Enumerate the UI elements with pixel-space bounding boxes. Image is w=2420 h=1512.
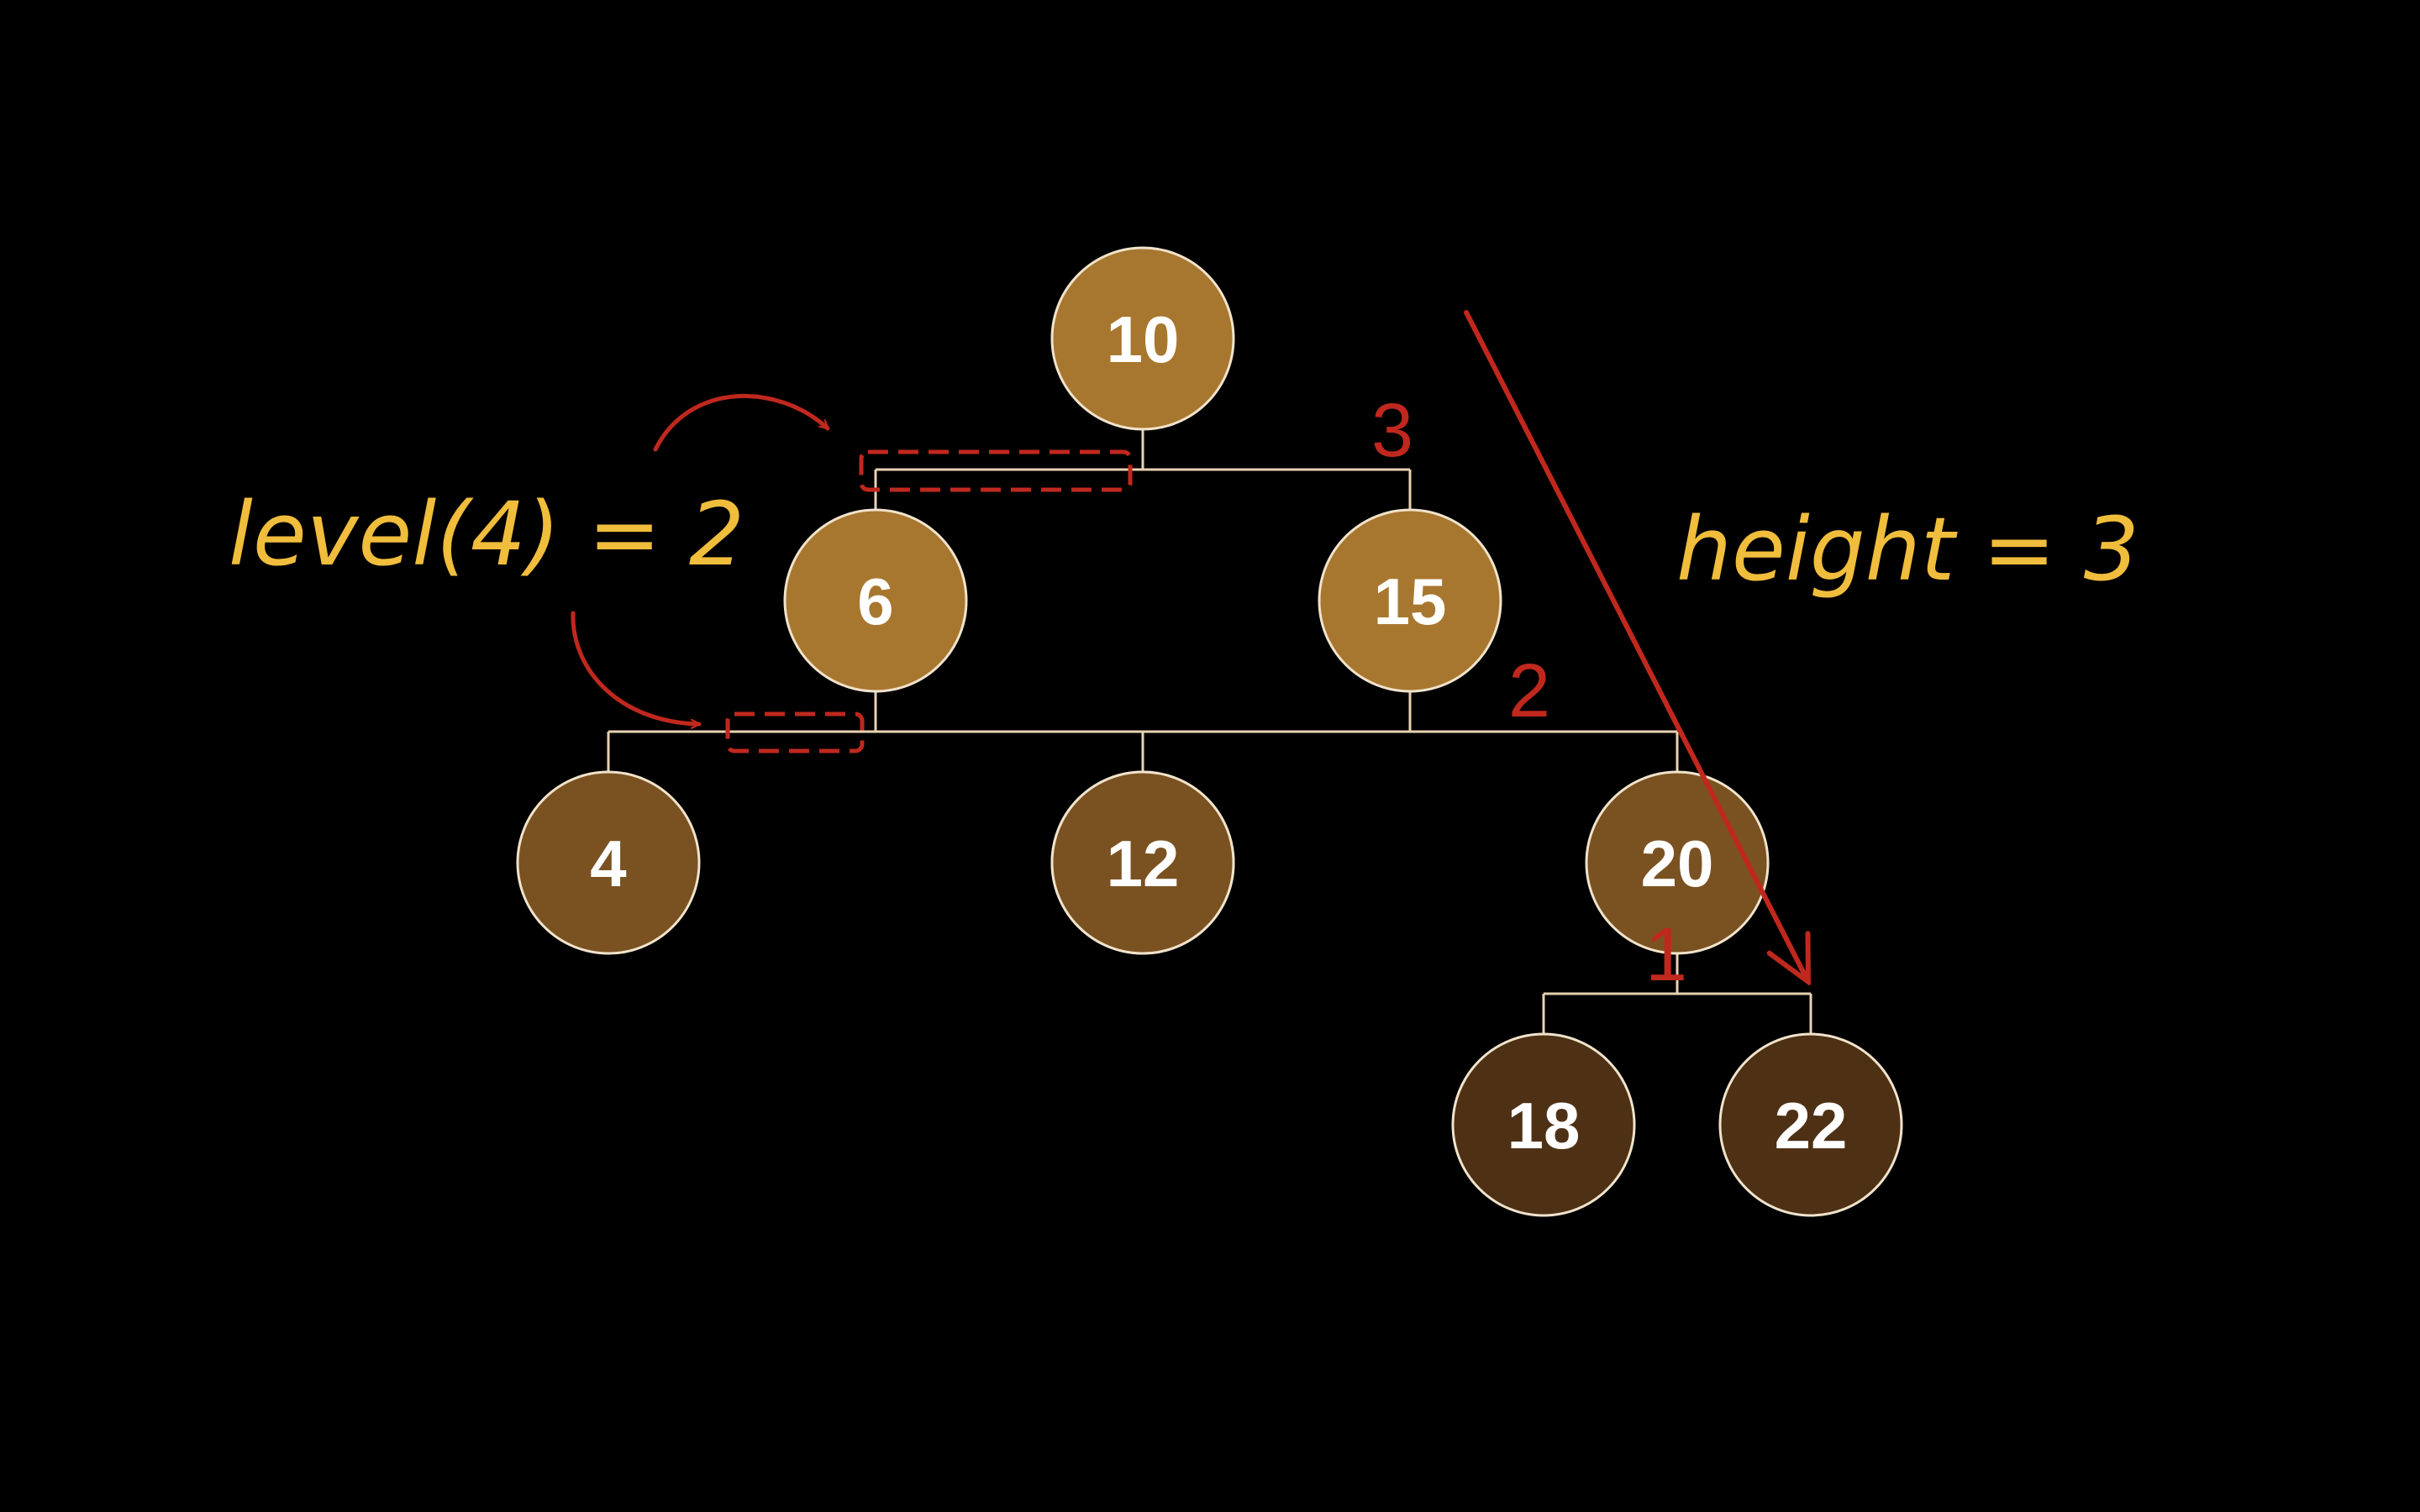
tree-node-value: 6 xyxy=(857,564,893,638)
tree-node-circle xyxy=(1451,1032,1636,1217)
tree-node-10: 10 xyxy=(1050,246,1235,431)
level-1-edge-highlight xyxy=(859,449,1133,492)
tree-node-value: 4 xyxy=(590,827,626,900)
level-2-edge-highlight xyxy=(725,711,865,753)
tree-node-circle xyxy=(1318,508,1502,693)
tree-node-20: 20 xyxy=(1585,770,1770,955)
tree-node-circle xyxy=(1050,246,1235,431)
tree-node-circle xyxy=(1718,1032,1903,1217)
diagonal-arrow-icon xyxy=(1464,310,1807,979)
tree-node-22: 22 xyxy=(1718,1032,1903,1217)
annotations: level(4) = 2 height = 3 xyxy=(229,310,2139,979)
tree-node-4: 4 xyxy=(516,770,701,955)
tree-node-6: 6 xyxy=(783,508,968,693)
height-label-root: 3 xyxy=(1371,389,1413,473)
height-label-node-15: 2 xyxy=(1508,649,1550,733)
height-labels: 3 2 1 xyxy=(1371,389,1687,997)
height-label-node-20: 1 xyxy=(1645,913,1687,997)
tree-node-value: 12 xyxy=(1107,827,1180,900)
tree-node-circle xyxy=(783,508,968,693)
tree-edges xyxy=(607,429,1812,1034)
tree-nodes: 106491512201822 xyxy=(516,246,1903,1217)
tree-node-value: 20 xyxy=(1641,827,1714,900)
level-annotation: level(4) = 2 xyxy=(229,483,744,585)
tree-node-circle xyxy=(516,770,701,955)
tree-node-value: 22 xyxy=(1775,1089,1848,1163)
tree-node-12: 12 xyxy=(1050,770,1235,955)
curved-arrow-icon xyxy=(653,393,828,452)
height-annotation: height = 3 xyxy=(1676,498,2139,601)
level-highlights xyxy=(725,449,1133,753)
curved-arrow-icon xyxy=(571,611,702,724)
tree-node-18: 18 xyxy=(1451,1032,1636,1217)
tree-node-value: 10 xyxy=(1107,302,1180,376)
tree-node-value: 18 xyxy=(1507,1089,1581,1163)
tree-node-15: 15 xyxy=(1318,508,1502,693)
tree-node-value: 15 xyxy=(1374,564,1447,638)
tree-node-circle xyxy=(1050,770,1235,955)
